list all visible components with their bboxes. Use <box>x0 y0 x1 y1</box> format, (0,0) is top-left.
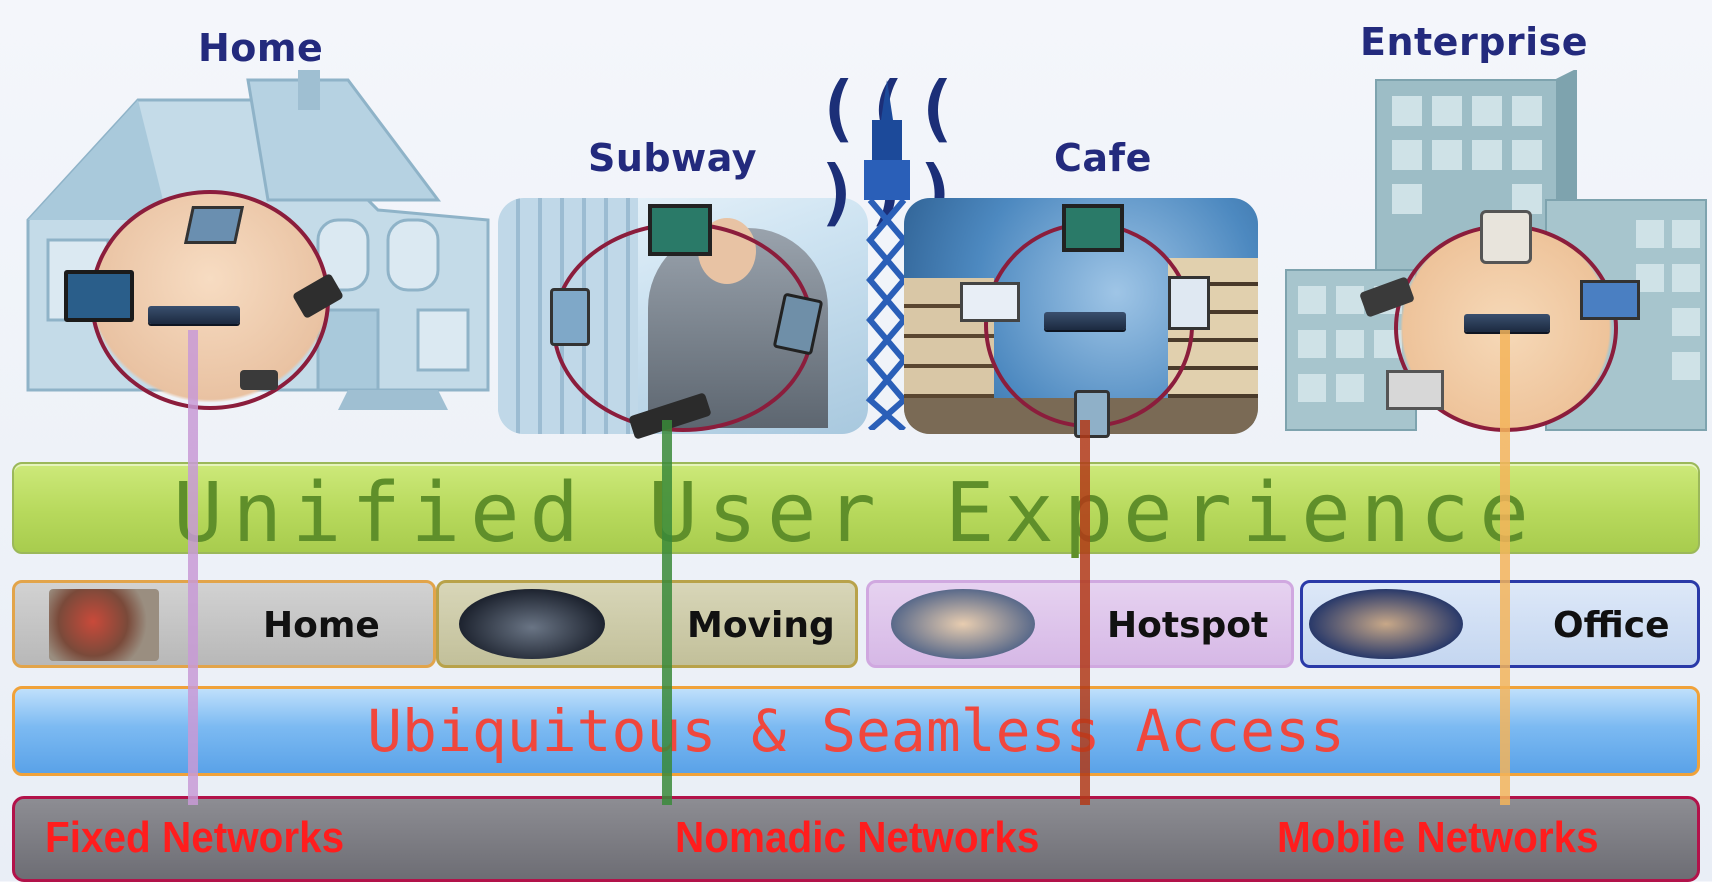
context-home: Home <box>12 580 436 668</box>
office-meeting-photo <box>1309 589 1463 659</box>
subway-pda-icon <box>550 288 590 346</box>
context-moving: Moving <box>436 580 858 668</box>
cafe-pda-icon <box>1168 276 1210 330</box>
scene-label-enterprise: Enterprise <box>1360 20 1589 64</box>
home-laptop-icon <box>183 206 245 244</box>
unified-user-experience-band: Unified User Experience <box>12 462 1700 561</box>
subway-monitor-icon <box>648 204 712 256</box>
enterprise-connector-line <box>1500 330 1510 805</box>
context-label-moving: Moving <box>687 605 835 646</box>
home-router-icon <box>148 306 240 324</box>
context-label-office: Office <box>1553 605 1670 646</box>
cafe-panel <box>904 198 1258 434</box>
ubiquitous-seamless-access-label: Ubiquitous & Seamless Access <box>367 697 1345 765</box>
enterprise-router-icon <box>1464 314 1550 332</box>
scene-label-cafe: Cafe <box>1054 136 1152 180</box>
network-label-fixed: Fixed Networks <box>45 813 345 862</box>
home-family-photo <box>49 589 159 661</box>
networks-band: Fixed Networks Nomadic Networks Mobile N… <box>12 796 1700 882</box>
unified-user-experience-label: Unified User Experience <box>173 466 1539 561</box>
home-connector-line <box>188 330 198 805</box>
enterprise-laptop-icon <box>1580 280 1640 320</box>
network-label-nomadic: Nomadic Networks <box>675 813 1040 862</box>
enterprise-printer-icon <box>1386 370 1444 410</box>
scene-label-home: Home <box>198 26 324 70</box>
cafe-monitor-icon <box>1062 204 1124 252</box>
home-camera-icon <box>240 370 278 390</box>
cafe-connector-line <box>1080 420 1090 805</box>
ubiquitous-seamless-access-band: Ubiquitous & Seamless Access <box>12 686 1700 776</box>
scene-label-subway: Subway <box>588 136 757 180</box>
cafe-laptop-icon <box>960 282 1020 322</box>
network-label-mobile: Mobile Networks <box>1277 813 1599 862</box>
enterprise-phone-icon <box>1480 210 1532 264</box>
subway-connector-line <box>662 420 672 805</box>
context-label-hotspot: Hotspot <box>1107 605 1269 646</box>
moving-car-photo <box>459 589 605 659</box>
hotspot-people-photo <box>891 589 1035 659</box>
cafe-router-icon <box>1044 312 1126 330</box>
home-tv-icon <box>64 270 134 322</box>
context-label-home: Home <box>263 605 380 646</box>
